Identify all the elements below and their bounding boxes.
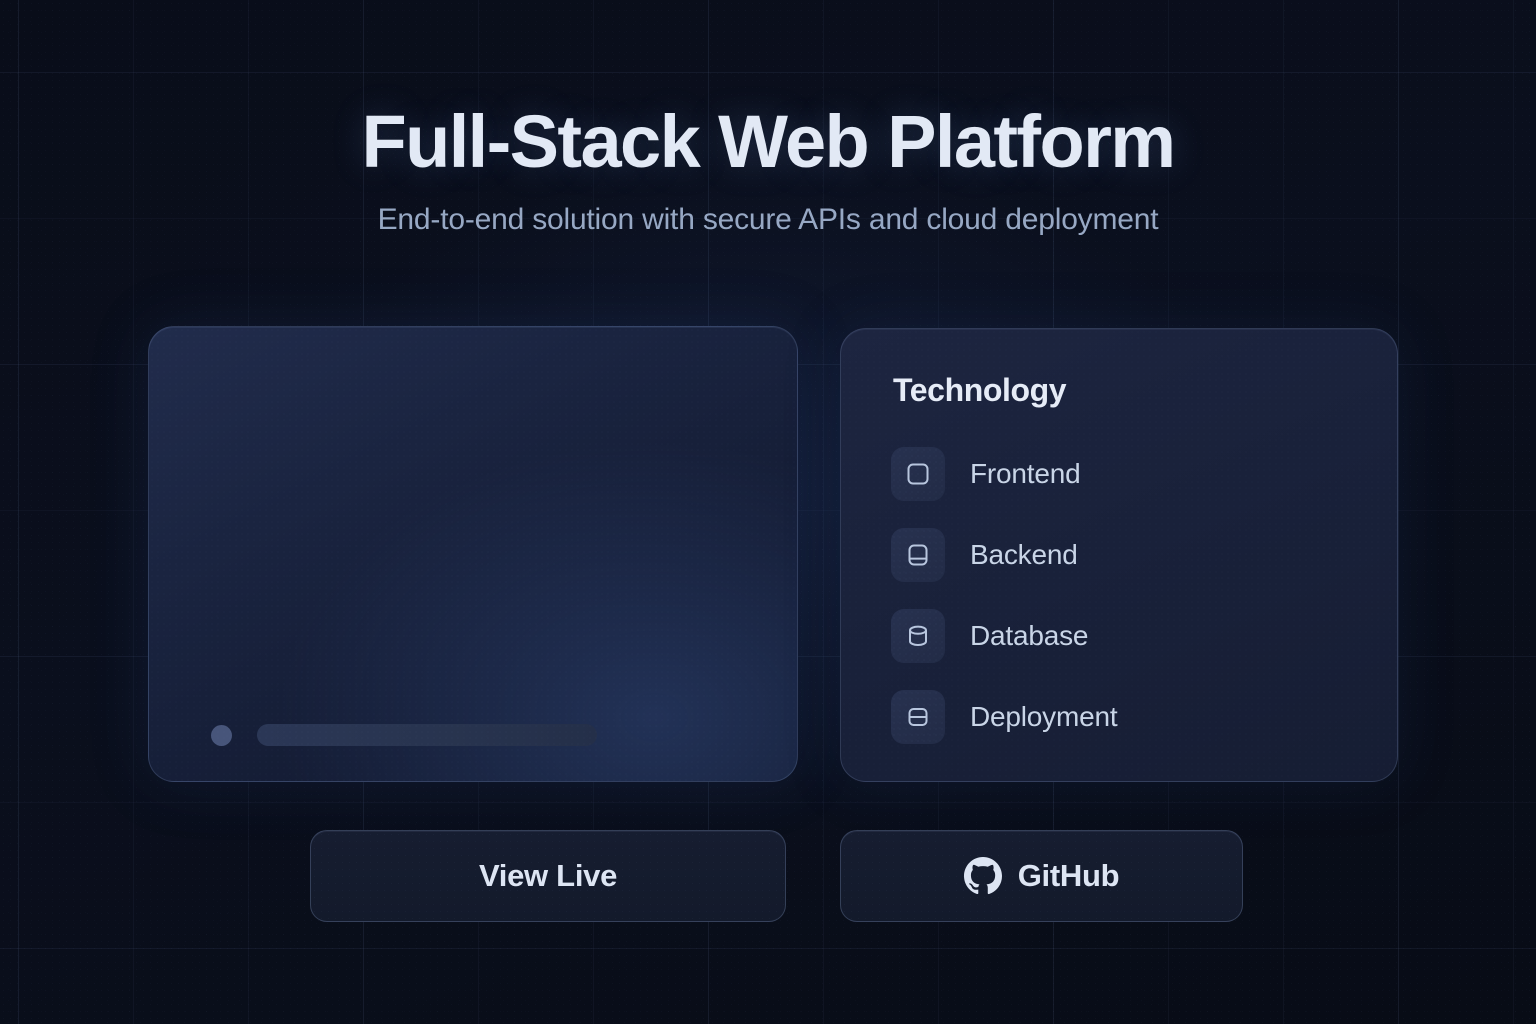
skeleton-row [211, 724, 597, 746]
skeleton-bullet-icon [211, 724, 232, 746]
tech-item-backend: Backend [891, 528, 1361, 582]
tech-item-label: Frontend [970, 458, 1081, 489]
view-live-label: View Live [478, 858, 618, 893]
page-title: Full-Stack Web Platform [361, 100, 1177, 183]
tech-item-label: Database [970, 620, 1089, 651]
technology-card: Technology Frontend Backend [840, 328, 1398, 782]
database-cylinder-icon [891, 609, 945, 663]
tech-item-frontend: Frontend [891, 447, 1361, 501]
technology-title: Technology [893, 372, 1067, 408]
github-label: GitHub [1017, 858, 1120, 893]
page-subtitle: End-to-end solution with secure APIs and… [377, 202, 1159, 236]
tech-item-label: Deployment [970, 701, 1118, 732]
view-live-button[interactable]: View Live [310, 830, 786, 922]
tech-item-label: Backend [970, 539, 1078, 570]
tech-item-database: Database [891, 609, 1361, 663]
github-button[interactable]: GitHub [840, 830, 1243, 922]
split-panel-icon [891, 690, 945, 744]
skeleton-bar [257, 724, 597, 746]
github-mark-icon [963, 857, 1002, 895]
server-icon [891, 528, 945, 582]
technology-list: Frontend Backend Datab [891, 447, 1361, 744]
rounded-square-icon [891, 447, 945, 501]
header: Full-Stack Web Platform End-to-end solut… [0, 100, 1536, 237]
preview-card [148, 326, 798, 782]
tech-item-deployment: Deployment [891, 690, 1361, 744]
